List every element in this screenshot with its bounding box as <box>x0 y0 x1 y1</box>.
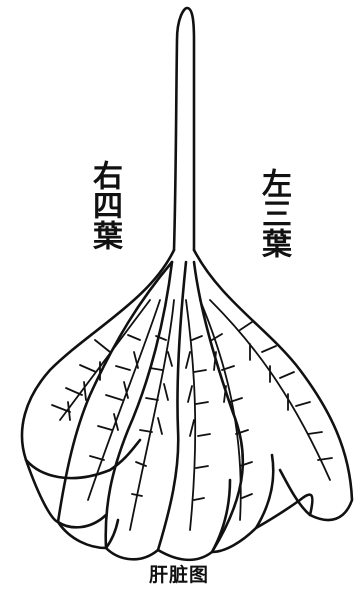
liver-stem <box>174 8 194 250</box>
vein-center-left <box>130 300 174 530</box>
lobe-center-right <box>158 262 230 560</box>
lobe-second-left <box>58 262 172 548</box>
vein-center-right <box>186 300 210 530</box>
figure-caption: 肝脏图 <box>0 560 358 587</box>
label-right-four-lobes: 右四葉 <box>83 160 121 250</box>
label-left-three-lobes: 左三葉 <box>252 168 290 258</box>
